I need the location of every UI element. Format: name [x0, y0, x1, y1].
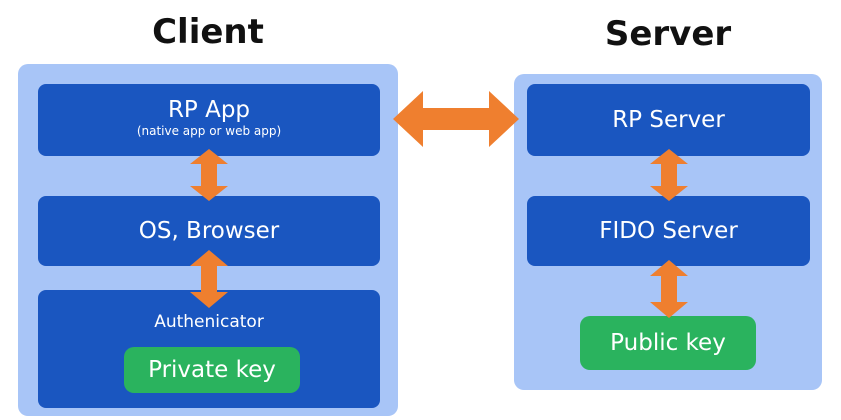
rp-app-label: RP App — [167, 97, 251, 123]
fido-server-label: FIDO Server — [599, 218, 738, 244]
server-title: Server — [604, 14, 732, 54]
private-key-box: Private key — [124, 347, 300, 393]
client-server-arrow — [393, 91, 519, 147]
authenticator-label: Authenicator — [154, 312, 264, 332]
rp-server-fido-arrow — [650, 149, 688, 201]
rp-server-label: RP Server — [612, 107, 725, 133]
rp-app-sublabel: (native app or web app) — [136, 124, 282, 138]
rp-server-box: RP Server — [527, 84, 810, 156]
fido-public-key-arrow — [650, 260, 688, 318]
os-authenticator-arrow — [190, 250, 228, 308]
client-title: Client — [152, 12, 264, 52]
rp-app-os-arrow — [190, 149, 228, 201]
public-key-box: Public key — [580, 316, 756, 370]
fido-server-box: FIDO Server — [527, 196, 810, 266]
os-browser-label: OS, Browser — [138, 218, 280, 244]
rp-app-box: RP App (native app or web app) — [38, 84, 380, 156]
